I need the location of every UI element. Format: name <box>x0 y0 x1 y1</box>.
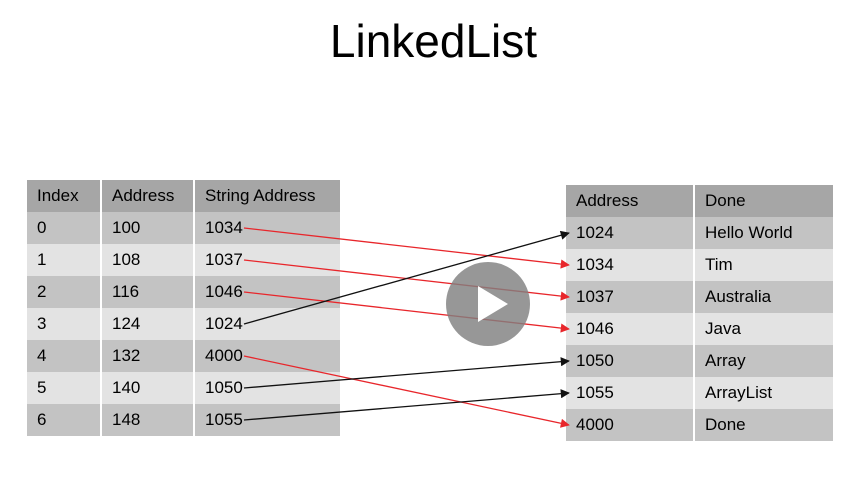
index-cell: 0 <box>27 212 102 244</box>
table-row: 1 108 1037 <box>27 244 340 276</box>
address-cell: 1034 <box>566 249 695 281</box>
table-header-row: Index Address String Address <box>27 180 340 212</box>
table-row: 5 140 1050 <box>27 372 340 404</box>
table-row: 3 124 1024 <box>27 308 340 340</box>
value-cell: Done <box>694 409 833 441</box>
address-cell: 1024 <box>566 217 695 249</box>
address-cell: 1046 <box>566 313 695 345</box>
index-cell: 2 <box>27 276 102 308</box>
string-address-cell: 1055 <box>194 404 340 436</box>
string-address-cell: 1034 <box>194 212 340 244</box>
address-cell: 100 <box>101 212 195 244</box>
column-header-value: Done <box>694 185 833 217</box>
table-header-row: Address Done <box>566 185 833 217</box>
string-address-cell: 1037 <box>194 244 340 276</box>
address-cell: 4000 <box>566 409 695 441</box>
column-header-index: Index <box>27 180 102 212</box>
address-cell: 140 <box>101 372 195 404</box>
table-row: 6 148 1055 <box>27 404 340 436</box>
slide-title: LinkedList <box>329 15 538 67</box>
string-address-cell: 1050 <box>194 372 340 404</box>
index-cell: 3 <box>27 308 102 340</box>
play-button[interactable] <box>446 262 530 346</box>
table-row: 1050 Array <box>566 345 833 377</box>
table-row: 0 100 1034 <box>27 212 340 244</box>
play-icon <box>478 286 508 322</box>
address-cell: 132 <box>101 340 195 372</box>
string-address-cell: 1046 <box>194 276 340 308</box>
string-address-cell: 4000 <box>194 340 340 372</box>
value-cell: ArrayList <box>694 377 833 409</box>
table-row: 1046 Java <box>566 313 833 345</box>
address-cell: 148 <box>101 404 195 436</box>
index-address-table: Index Address String Address 0 100 1034 … <box>27 180 340 436</box>
value-cell: Hello World <box>694 217 833 249</box>
table-row: 1034 Tim <box>566 249 833 281</box>
column-header-string-address: String Address <box>194 180 340 212</box>
table-row: 1024 Hello World <box>566 217 833 249</box>
address-cell: 1055 <box>566 377 695 409</box>
index-cell: 4 <box>27 340 102 372</box>
table-row: 2 116 1046 <box>27 276 340 308</box>
index-cell: 1 <box>27 244 102 276</box>
column-header-address: Address <box>101 180 195 212</box>
address-cell: 1050 <box>566 345 695 377</box>
address-cell: 108 <box>101 244 195 276</box>
table-row: 1037 Australia <box>566 281 833 313</box>
table-row: 4 132 4000 <box>27 340 340 372</box>
address-cell: 1037 <box>566 281 695 313</box>
table-row: 4000 Done <box>566 409 833 441</box>
index-cell: 6 <box>27 404 102 436</box>
value-cell: Australia <box>694 281 833 313</box>
value-cell: Java <box>694 313 833 345</box>
address-cell: 116 <box>101 276 195 308</box>
address-value-table: Address Done 1024 Hello World 1034 Tim 1… <box>566 185 833 441</box>
index-cell: 5 <box>27 372 102 404</box>
value-cell: Array <box>694 345 833 377</box>
string-address-cell: 1024 <box>194 308 340 340</box>
address-cell: 124 <box>101 308 195 340</box>
column-header-address: Address <box>566 185 695 217</box>
table-row: 1055 ArrayList <box>566 377 833 409</box>
value-cell: Tim <box>694 249 833 281</box>
